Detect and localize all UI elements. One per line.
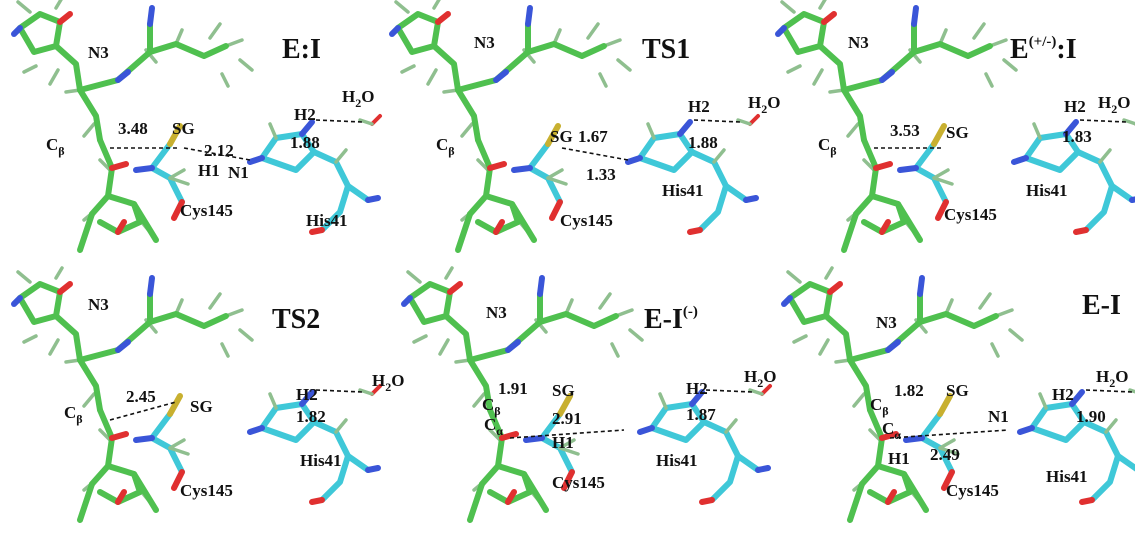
label-sg: SG (550, 127, 573, 146)
label-cb: Cβ (482, 395, 501, 418)
label-cys145: Cys145 (946, 481, 999, 500)
dist-sg-n: 1.33 (586, 165, 616, 184)
label-his41: His41 (656, 451, 698, 470)
label-h2o: H2O (372, 371, 404, 394)
label-cys145: Cys145 (552, 473, 605, 492)
dist-cb-sg: 2.45 (126, 387, 156, 406)
label-cys145: Cys145 (180, 201, 233, 220)
label-sg: SG (552, 381, 575, 400)
panel-title: TS1 (642, 34, 690, 65)
label-h2o: H2O (748, 93, 780, 116)
label-h2: H2 (294, 105, 316, 124)
label-h2o: H2O (744, 367, 776, 390)
label-sg: SG (946, 381, 969, 400)
label-ca: Cα (484, 415, 503, 438)
panel-E-I-minus: E-I(-) N3 1.91 SG Cβ Cα 2.91 H1 H2 1.87 … (404, 268, 776, 520)
label-cb: Cβ (46, 135, 65, 158)
dist-cb-sg: 3.48 (118, 119, 148, 138)
label-sg: SG (190, 397, 213, 416)
label-h2o: H2O (1096, 367, 1128, 390)
label-cb: Cβ (436, 135, 455, 158)
label-ca: Cα (882, 419, 901, 442)
dist-cb-sg: 3.53 (890, 121, 920, 140)
dist-cb-sg: 1.82 (894, 381, 924, 400)
label-cb: Cβ (870, 395, 889, 418)
label-h2: H2 (688, 97, 710, 116)
label-n3: N3 (474, 33, 495, 52)
label-n3: N3 (88, 295, 109, 314)
panel-E-I-covalent: E-I N3 1.82 SG Cβ Cα N1 H1 2.49 H2 1.90 … (784, 268, 1135, 520)
panel-E-pm-I: E(+/-):I N3 Cβ 3.53 SG H2 1.83 H2O His41… (778, 0, 1135, 250)
panel-E-I: E:I N3 Cβ 3.48 SG 2.12 H1 N1 H2 1.88 H2O… (14, 0, 382, 250)
label-n3: N3 (876, 313, 897, 332)
dist-ca-h1: 2.49 (930, 445, 960, 464)
dist-h2-water: 1.88 (290, 133, 320, 152)
panel-title: E(+/-):I (1010, 34, 1077, 65)
panel-title: E-I(-) (644, 304, 698, 335)
label-n3: N3 (88, 43, 109, 62)
label-cys145: Cys145 (944, 205, 997, 224)
dist-ca-h1: 2.91 (552, 409, 582, 428)
label-h2o: H2O (1098, 93, 1130, 116)
label-his41: His41 (662, 181, 704, 200)
label-cb: Cβ (64, 403, 83, 426)
dist-h2-water: 1.90 (1076, 407, 1106, 426)
label-sg: SG (172, 119, 195, 138)
label-sg: SG (946, 123, 969, 142)
label-h2: H2 (686, 379, 708, 398)
dist-sg-n: 2.12 (204, 141, 234, 160)
label-h1: H1 (552, 433, 574, 452)
panel-title: E-I (1082, 290, 1121, 321)
label-h2: H2 (296, 385, 318, 404)
label-n3: N3 (486, 303, 507, 322)
panel-title: TS2 (272, 304, 320, 335)
label-n1: N1 (988, 407, 1009, 426)
label-his41: His41 (1046, 467, 1088, 486)
dist-cb-sg: 1.67 (578, 127, 608, 146)
dist-h2-water: 1.87 (686, 405, 716, 424)
dist-h2-water: 1.83 (1062, 127, 1092, 146)
label-cys145: Cys145 (560, 211, 613, 230)
label-n1: N1 (228, 163, 249, 182)
label-n3: N3 (848, 33, 869, 52)
dist-cb-sg: 1.91 (498, 379, 528, 398)
panel-TS1: TS1 N3 Cβ SG 1.67 1.33 H2 1.88 H2O His41… (392, 0, 780, 250)
panel-TS2: TS2 N3 Cβ 2.45 SG H2 1.82 H2O His41 Cys1… (14, 268, 404, 520)
label-h1: H1 (888, 449, 910, 468)
label-cys145: Cys145 (180, 481, 233, 500)
label-his41: His41 (300, 451, 342, 470)
label-his41: His41 (306, 211, 348, 230)
label-h2: H2 (1052, 385, 1074, 404)
dist-h2-water: 1.88 (688, 133, 718, 152)
label-h2: H2 (1064, 97, 1086, 116)
label-his41: His41 (1026, 181, 1068, 200)
dist-h2-water: 1.82 (296, 407, 326, 426)
label-cb: Cβ (818, 135, 837, 158)
panel-title: E:I (282, 34, 321, 65)
label-h2o: H2O (342, 87, 374, 110)
label-h1: H1 (198, 161, 220, 180)
